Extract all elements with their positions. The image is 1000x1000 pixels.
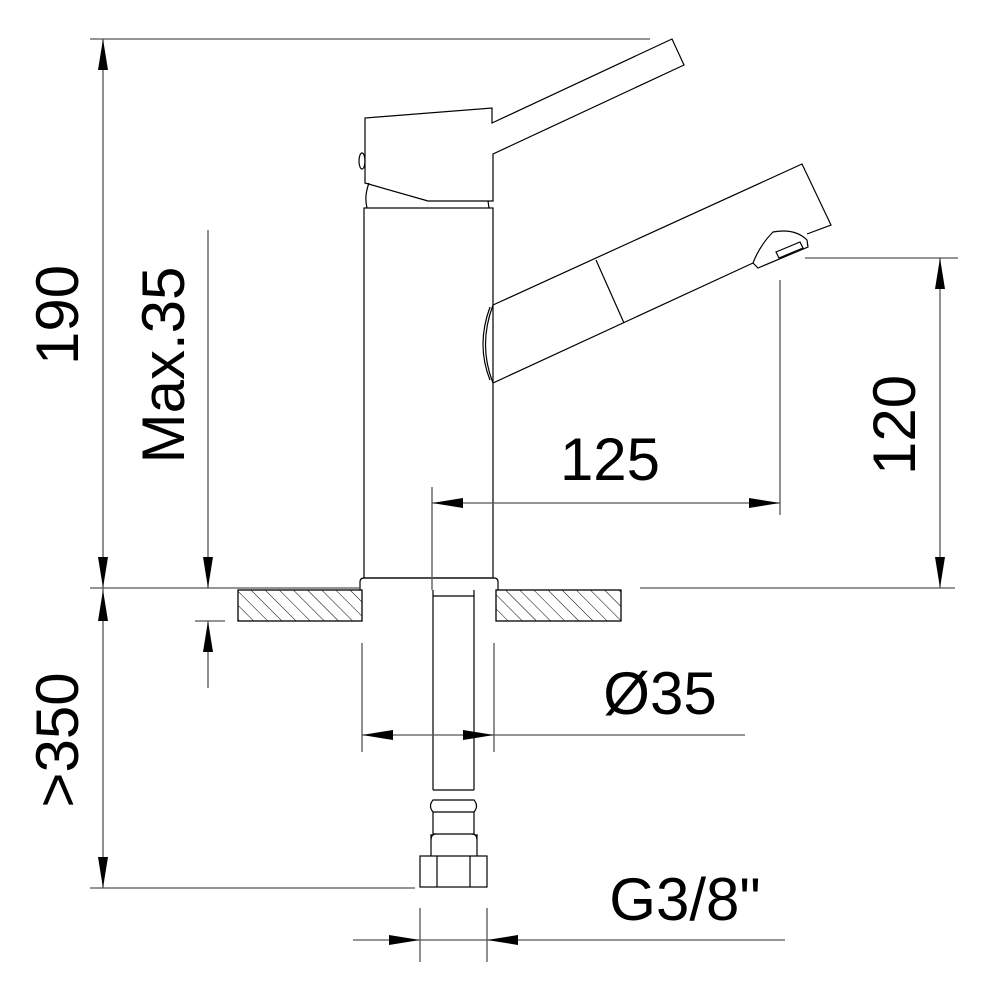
dimension-spout-height: 120 — [861, 375, 928, 475]
lever-handle — [358, 38, 685, 209]
dimension-lines — [90, 38, 958, 962]
dimension-body-diameter: Ø35 — [603, 660, 716, 727]
dimension-supply-length: >350 — [24, 672, 91, 807]
dimension-overall-height: 190 — [24, 265, 91, 365]
supply-pipe — [429, 590, 478, 856]
dimension-deck-thickness: Max.35 — [130, 267, 197, 464]
countertop-section — [237, 589, 622, 622]
spout — [482, 163, 832, 384]
dimension-arrows — [98, 39, 945, 945]
faucet-body — [359, 207, 499, 590]
dimension-connection-thread: G3/8" — [609, 866, 760, 933]
dimension-spout-reach: 125 — [560, 426, 660, 493]
connection-nut — [419, 855, 488, 888]
